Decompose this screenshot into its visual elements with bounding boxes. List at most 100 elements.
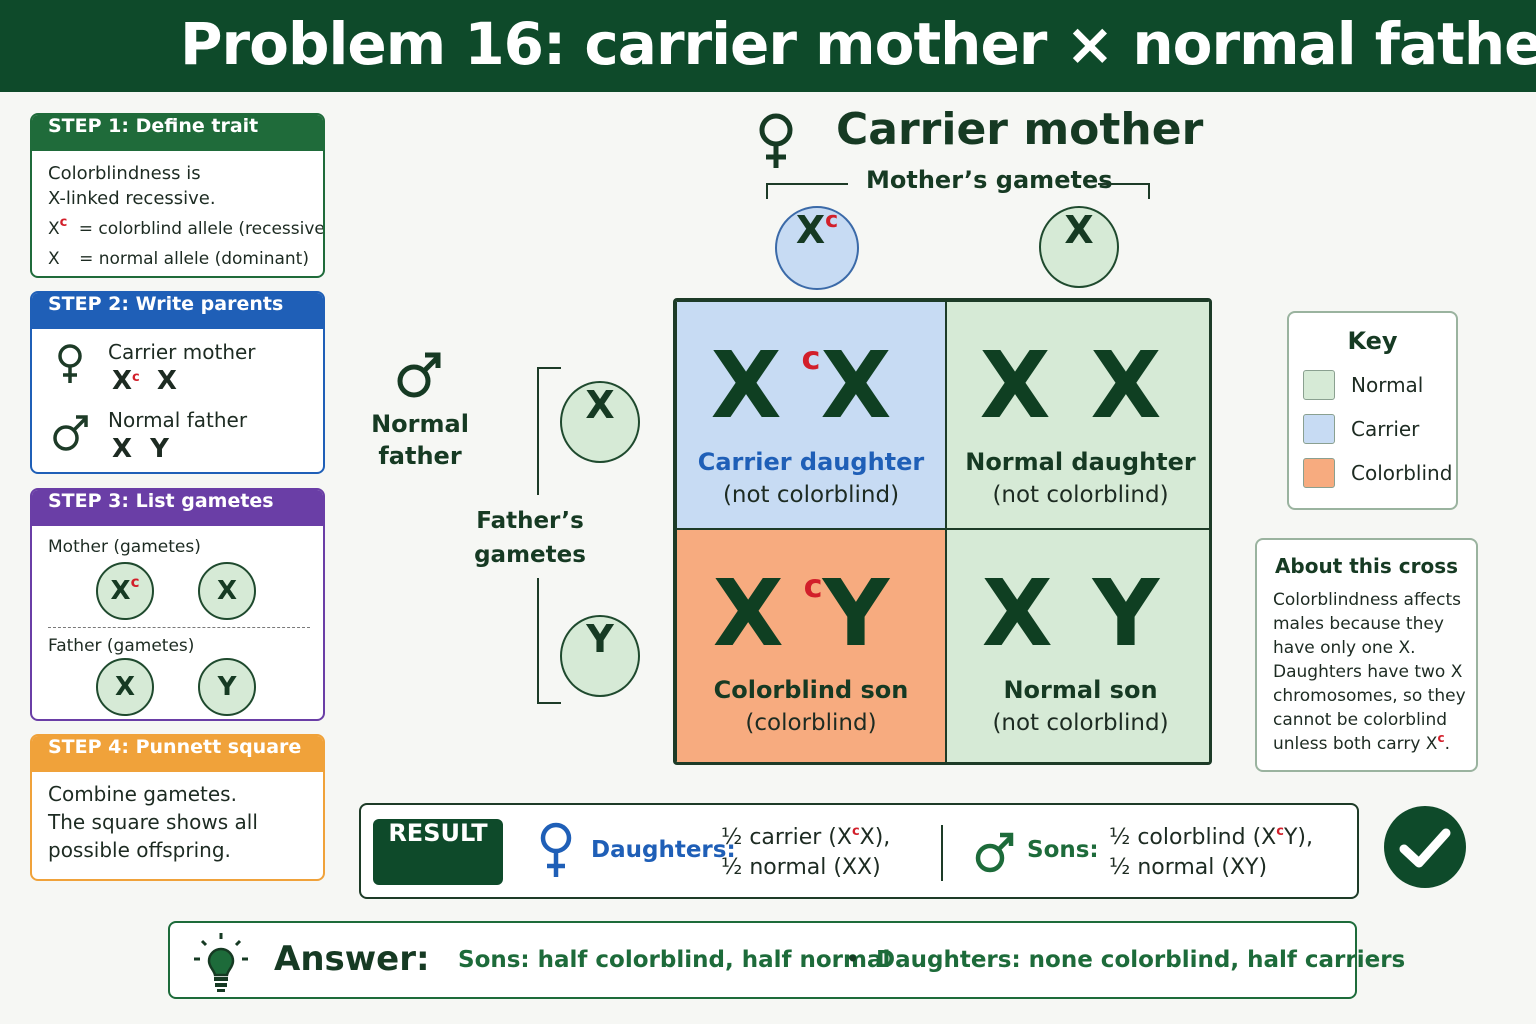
checkmark-icon xyxy=(1399,828,1451,868)
mother-title: Carrier mother xyxy=(836,104,1204,155)
key-label-carrier: Carrier xyxy=(1351,417,1420,441)
step1-allele-c: Xc = colorblind allele (recessive) xyxy=(48,215,325,244)
cell-label: Normal daughter xyxy=(965,448,1196,476)
allele-b: Y xyxy=(1092,560,1180,667)
sons-male-icon xyxy=(975,832,1014,873)
result-bar: RESULT Daughters: ½ carrier (XcX), ½ nor… xyxy=(359,803,1359,899)
daughters-female-icon xyxy=(540,822,572,877)
allele-sup: c xyxy=(801,339,821,377)
key-title: Key xyxy=(1347,327,1398,355)
result-divider xyxy=(941,825,943,881)
step3-mother-gamete-1: Xc xyxy=(96,562,154,620)
father-male-icon xyxy=(397,352,441,398)
male-symbol-icon xyxy=(53,415,88,451)
sons-line1: ½ colorblind (XcY), xyxy=(1109,823,1313,856)
sons-label: Sons: xyxy=(1027,837,1099,863)
mother-bracket-right-tick xyxy=(1148,183,1150,199)
gamete-text: X xyxy=(110,576,131,606)
allele-n-base: X xyxy=(48,249,60,269)
father-gametes-line1: Father’s xyxy=(476,508,584,534)
father-gamete-x: X xyxy=(560,381,640,463)
step3-divider xyxy=(48,627,310,628)
checkmark-badge xyxy=(1384,806,1466,888)
father-label-line2: father xyxy=(378,442,462,470)
key-label-colorblind: Colorblind xyxy=(1351,461,1453,485)
step2-mother-geno: Xc X xyxy=(112,368,177,399)
gamete-sup: c xyxy=(825,208,839,233)
cell-label: Carrier daughter xyxy=(697,448,925,476)
sons-line2: ½ normal (XY) xyxy=(1109,855,1268,880)
mother-female-icon xyxy=(759,113,793,168)
punnett-cell-colorblind-son: XcY Colorblind son (colorblind) xyxy=(676,529,946,762)
allele-c-base: X xyxy=(48,219,60,239)
mother-g2: X xyxy=(156,366,177,396)
mother-gamete-xc: Xc xyxy=(775,206,859,290)
step3-father-gamete-2: Y xyxy=(198,658,256,716)
allele-a: X xyxy=(710,332,802,439)
cell-genotype: XcX xyxy=(677,332,945,439)
d1-pre: ½ carrier (X xyxy=(721,825,852,850)
mother-gametes-label: Mother’s gametes xyxy=(866,166,1113,194)
step1-allele-n: X = normal allele (dominant) xyxy=(48,246,309,272)
father-bracket-bottom-tick xyxy=(537,702,561,704)
step3-card: STEP 3: List gametes Mother (gametes) Xc… xyxy=(30,488,325,721)
d1-post: X), xyxy=(859,825,891,850)
title-banner: Problem 16: carrier mother × normal fath… xyxy=(0,0,1536,92)
allele-sup: c xyxy=(803,567,823,605)
answer-bar: Answer: Sons: half colorblind, half norm… xyxy=(168,921,1405,999)
female-symbol-icon xyxy=(58,344,82,383)
about-body: Colorblindness affects males because the… xyxy=(1273,590,1466,754)
step1-line2: X-linked recessive. xyxy=(48,188,216,209)
father-bracket-bottom xyxy=(537,578,539,704)
result-tag: RESULT xyxy=(373,819,503,885)
mother-g1: X xyxy=(112,366,133,396)
allele-b: Y xyxy=(822,560,910,667)
about-end: . xyxy=(1444,734,1450,754)
page-title: Problem 16: carrier mother × normal fath… xyxy=(180,10,1536,78)
father-gametes-label: Father’s gametes xyxy=(470,504,590,572)
cell-sublabel: (not colorblind) xyxy=(992,482,1169,508)
gamete-text: Y xyxy=(586,617,614,661)
step1-card: STEP 1: Define trait Colorblindness is X… xyxy=(30,113,325,278)
step4-header: STEP 4: Punnett square xyxy=(32,736,323,772)
key-swatch-normal xyxy=(1303,370,1335,400)
gamete-sup: c xyxy=(130,573,140,591)
allele-n-desc: = normal allele (dominant) xyxy=(79,249,309,269)
d1-sup: c xyxy=(851,824,860,839)
cell-genotype: XcY xyxy=(677,560,945,667)
key-swatch-carrier xyxy=(1303,414,1335,444)
lightbulb-icon xyxy=(194,933,248,992)
allele-b: X xyxy=(1090,332,1182,439)
step2-header: STEP 2: Write parents xyxy=(32,293,323,329)
step4-card: STEP 4: Punnett square Combine gametes. … xyxy=(30,734,325,881)
mother-bracket-left-tick xyxy=(766,183,768,199)
s1-sup: c xyxy=(1276,824,1284,839)
step3-father-label: Father (gametes) xyxy=(48,636,195,656)
allele-c-desc: = colorblind allele (recessive) xyxy=(78,219,325,239)
daughters-line1: ½ carrier (XcX), xyxy=(721,823,890,856)
step4-line2: The square shows all xyxy=(48,810,258,834)
step2-mother-label: Carrier mother xyxy=(108,340,256,364)
about-text: Colorblindness affects males because the… xyxy=(1273,588,1473,757)
about-cross-box: About this cross Colorblindness affects … xyxy=(1255,538,1478,772)
key-label-normal: Normal xyxy=(1351,373,1424,397)
step3-mother-gamete-2: X xyxy=(198,562,256,620)
cell-label: Colorblind son xyxy=(713,676,909,704)
legend-key: Key Normal Carrier Colorblind xyxy=(1287,311,1458,510)
step3-mother-label: Mother (gametes) xyxy=(48,537,201,557)
allele-a: X xyxy=(979,332,1071,439)
s1-post: Y), xyxy=(1283,825,1313,850)
allele-a: X xyxy=(712,560,804,667)
gamete-text: X xyxy=(585,383,615,427)
father-label-line1: Normal xyxy=(371,410,469,438)
step4-line1: Combine gametes. xyxy=(48,782,237,806)
about-title: About this cross xyxy=(1274,554,1459,578)
daughters-label: Daughters: xyxy=(591,837,736,863)
daughters-line2: ½ normal (XX) xyxy=(721,855,881,880)
punnett-cell-carrier-daughter: XcX Carrier daughter (not colorblind) xyxy=(676,301,946,529)
